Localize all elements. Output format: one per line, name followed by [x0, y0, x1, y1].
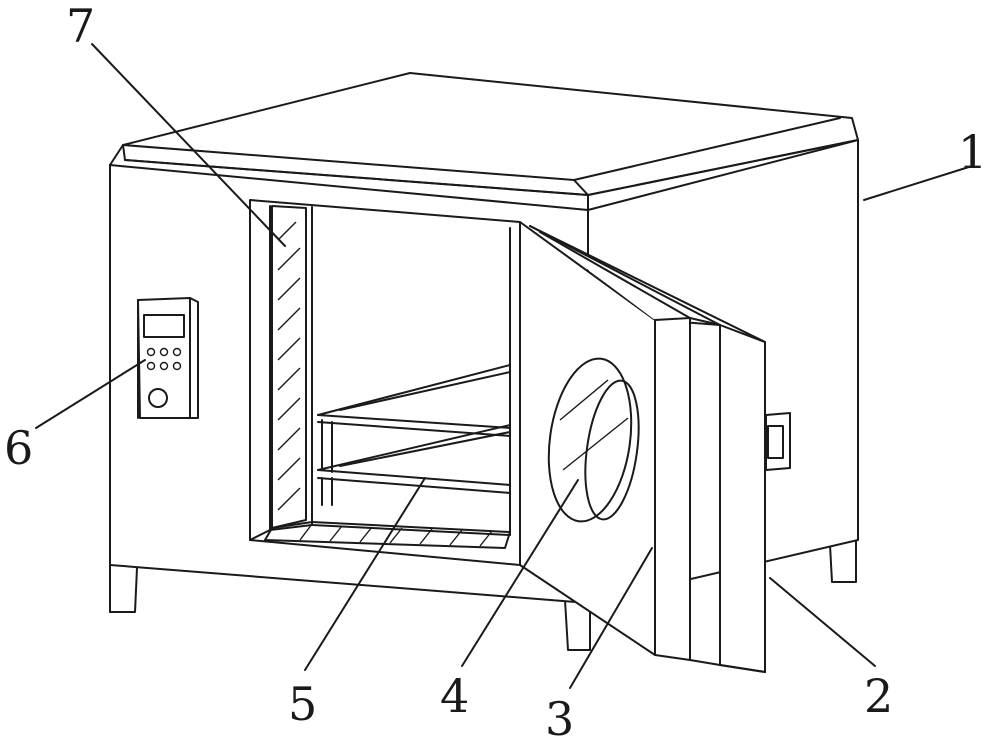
- label-6: 6: [4, 421, 33, 475]
- leader-1: [863, 165, 973, 201]
- label-4: 4: [440, 669, 469, 723]
- leader-4: [461, 479, 579, 667]
- insulation-layer-bottom: [264, 521, 511, 549]
- label-3: 3: [545, 692, 574, 746]
- leader-3: [569, 547, 653, 689]
- label-7: 7: [66, 0, 95, 53]
- label-2: 2: [864, 669, 893, 723]
- label-5: 5: [288, 677, 317, 731]
- foot-front-left: [109, 564, 138, 613]
- foot-front-right: [564, 599, 591, 651]
- insulation-layer-left: [271, 205, 307, 529]
- control-panel: [137, 297, 199, 419]
- viewing-window: [547, 357, 640, 523]
- shelf-rack-lower: [317, 424, 511, 506]
- leader-lines: [35, 43, 973, 689]
- foot-back-right: [829, 539, 857, 583]
- side-handle: [765, 412, 791, 471]
- leader-2: [769, 577, 876, 667]
- oven-door: [519, 221, 766, 673]
- label-1: 1: [958, 125, 987, 179]
- shelf-rack-upper: [317, 364, 511, 473]
- leader-6: [35, 359, 146, 429]
- oven-cavity: [249, 199, 521, 566]
- leader-7: [91, 43, 286, 247]
- leader-5: [304, 477, 426, 671]
